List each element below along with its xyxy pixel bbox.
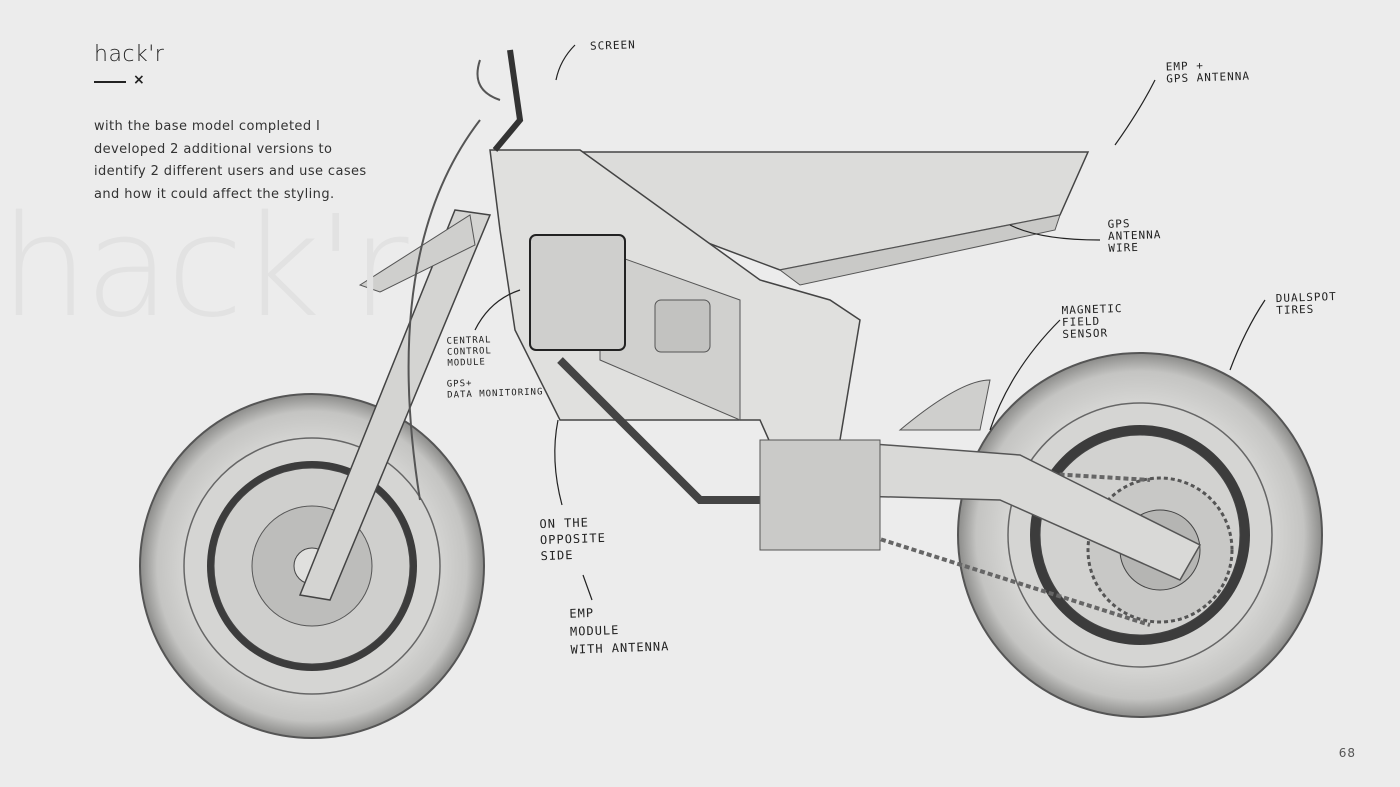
tail-underside [778,214,1061,286]
handlebar [492,49,524,152]
note-central-control-module: CENTRAL CONTROL MODULE [446,335,493,369]
close-icon: × [133,72,145,88]
brake-cable [407,59,501,501]
note-opposite-side: ON THE OPPOSITE SIDE [539,515,607,564]
note-magnetic-field-sensor: MAGNETIC FIELD SENSOR [1061,301,1123,342]
annotation-arrows [474,44,1266,601]
note-gps-antenna-wire: GPS ANTENNA WIRE [1107,217,1162,255]
title-divider [94,81,126,83]
front-fender [358,214,476,293]
note-emp-module: EMP MODULE WITH ANTENNA [569,605,670,657]
note-dualsport-tires: DUALSPOT TIRES [1275,289,1337,318]
slide-title: hack'r [94,42,165,67]
page-number: 68 [1338,746,1356,760]
watermark-title: hack'r [0,186,409,349]
motor [759,439,881,551]
slide-description: with the base model completed I develope… [94,119,367,202]
rear-fender [898,379,991,431]
note-screen: SCREEN [589,38,636,53]
logo-badge [654,299,711,353]
front-fork [298,209,492,601]
note-gps-data-monitoring: GPS+ DATA MONITORING [446,378,544,401]
control-module [529,234,626,351]
note-emp-gps-antenna: EMP + GPS ANTENNA [1165,59,1251,86]
